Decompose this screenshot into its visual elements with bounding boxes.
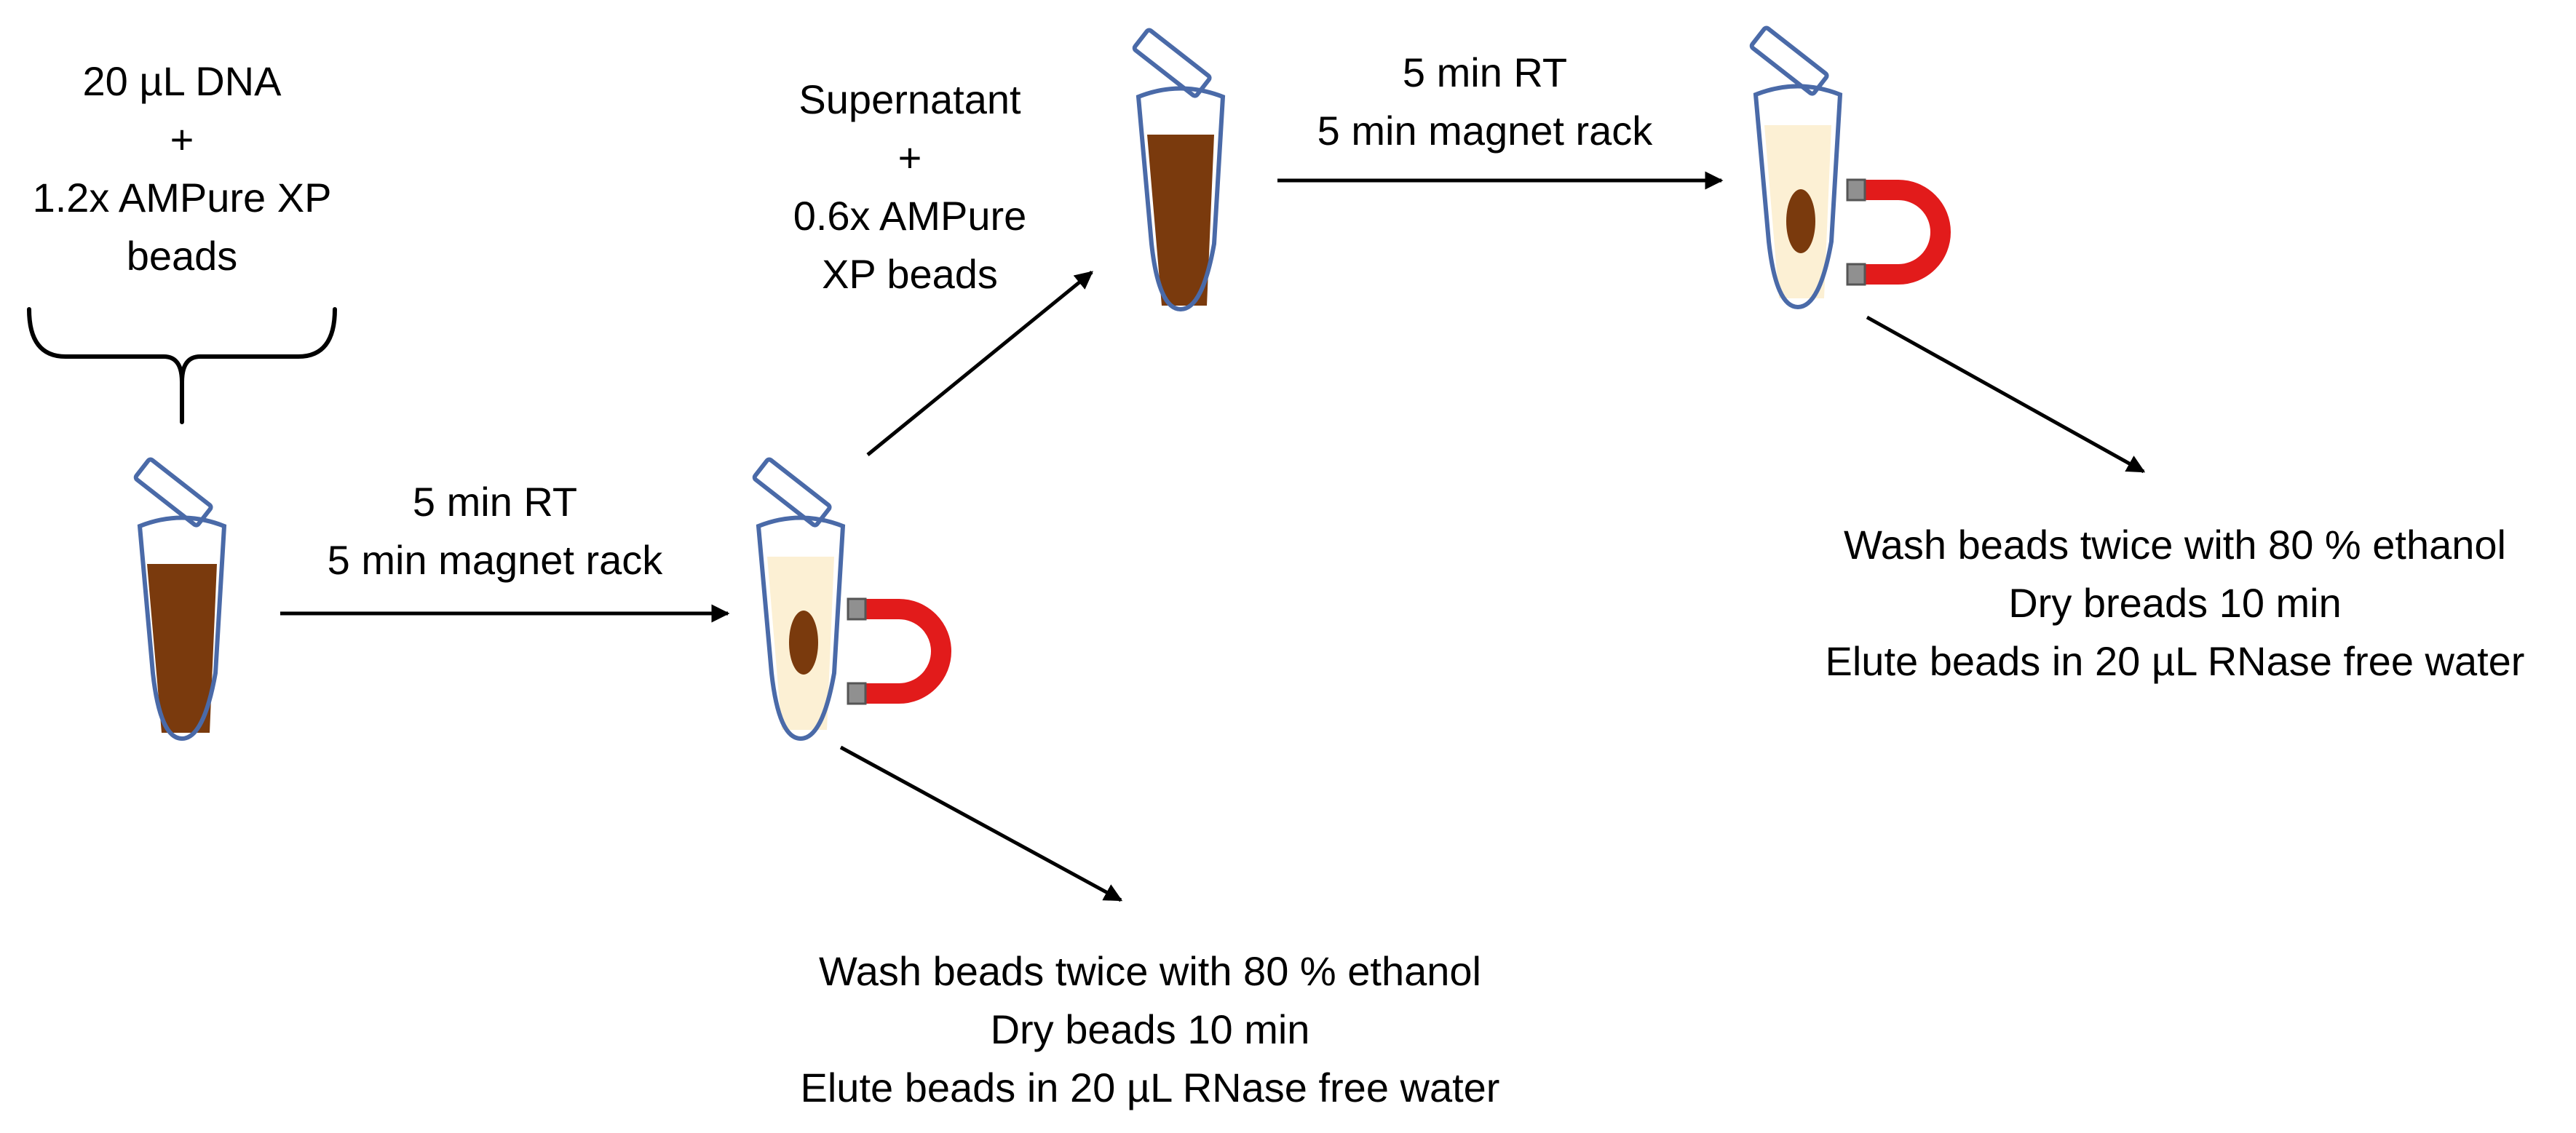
tube-lid xyxy=(133,457,213,528)
tube-outline xyxy=(1753,84,1843,310)
bead-pellet-icon xyxy=(789,611,818,675)
microcentrifuge-tube-icon xyxy=(752,457,846,742)
step1-incubation-label: 5 min RT 5 min magnet rack xyxy=(327,479,663,583)
microcentrifuge-tube-icon xyxy=(133,457,227,742)
tube-input-mix xyxy=(133,457,227,742)
microcentrifuge-tube-icon xyxy=(1749,25,1843,310)
microcentrifuge-tube-icon xyxy=(1132,28,1226,312)
arrow-to-supernatant xyxy=(866,271,1093,456)
tube-lid xyxy=(1749,25,1829,96)
tube-on-magnet-2 xyxy=(1749,25,1951,310)
supernatant-mix-label: Supernatant + 0.6x AMPure XP beads xyxy=(793,76,1027,297)
tube-supernatant-mix xyxy=(1132,28,1226,312)
arrow-to-wash-2 xyxy=(1866,315,2146,474)
wash-elute-label-1: Wash beads twice with 80 % ethanol Dry b… xyxy=(800,948,1500,1110)
input-mix-label: 20 µL DNA + 1.2x AMPure XP beads xyxy=(32,58,332,279)
arrow-to-wash-1 xyxy=(839,745,1123,902)
horseshoe-magnet-icon xyxy=(1846,178,1951,286)
tube-outline xyxy=(1136,86,1226,312)
horseshoe-magnet-icon xyxy=(847,597,951,705)
tube-lid xyxy=(752,457,832,528)
tube-on-magnet-1 xyxy=(752,457,951,742)
tube-liquid xyxy=(1147,135,1214,306)
bead-pellet-icon xyxy=(1786,189,1815,253)
tube-lid xyxy=(1132,28,1212,98)
brace-icon xyxy=(27,307,337,424)
step2-incubation-label: 5 min RT 5 min magnet rack xyxy=(1317,49,1653,154)
tube-outline xyxy=(756,515,846,742)
tube-outline xyxy=(137,515,227,742)
wash-elute-label-2: Wash beads twice with 80 % ethanol Dry b… xyxy=(1825,522,2525,684)
tube-liquid xyxy=(147,564,217,733)
